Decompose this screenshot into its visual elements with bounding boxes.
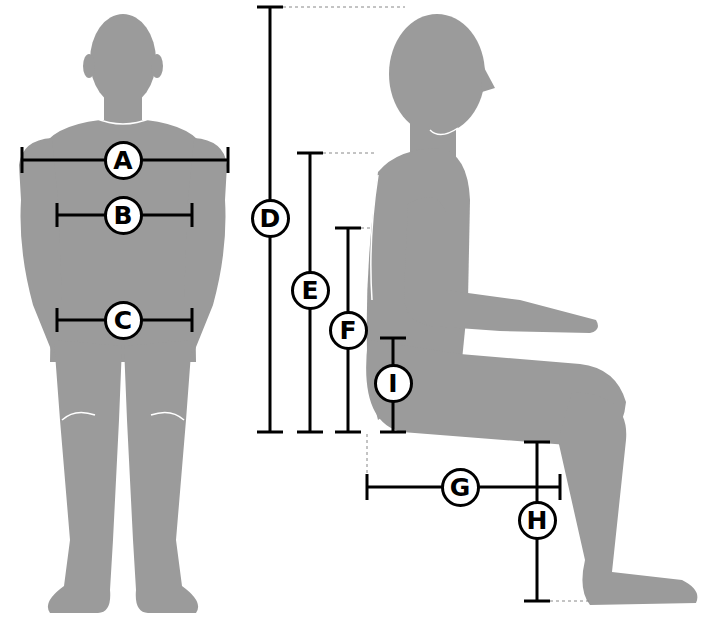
lower-leg xyxy=(558,392,697,605)
front-figure xyxy=(19,14,227,613)
extension-line xyxy=(361,228,372,229)
dimension-line xyxy=(367,474,560,500)
leg xyxy=(48,340,122,613)
callout-circle: A xyxy=(104,141,143,180)
callout-letter: A xyxy=(113,148,132,173)
callout-circle: H xyxy=(518,501,557,540)
callout-circle: F xyxy=(329,311,368,350)
extension-line xyxy=(550,601,592,602)
callout-letter: B xyxy=(113,203,132,228)
dimension-line xyxy=(524,442,550,601)
callout-circle: I xyxy=(374,364,413,403)
callout-letter: H xyxy=(527,508,548,533)
side-figure xyxy=(366,14,697,605)
nose xyxy=(480,60,495,92)
contour xyxy=(62,412,95,420)
ear xyxy=(151,54,163,78)
extension-line xyxy=(323,153,376,154)
ear xyxy=(83,54,95,78)
callout-circle: D xyxy=(251,199,290,238)
callout-circle: E xyxy=(291,271,330,310)
extension-lines xyxy=(283,7,592,601)
contour xyxy=(371,175,378,300)
contour xyxy=(95,118,151,124)
extension-line xyxy=(283,7,405,8)
callout-circle: C xyxy=(104,301,143,340)
callout-circle: B xyxy=(104,196,143,235)
extension-line xyxy=(367,434,368,474)
callout-letter: I xyxy=(388,371,397,396)
dimension-lines xyxy=(22,7,560,601)
callout-letter: C xyxy=(114,308,132,333)
contour xyxy=(151,412,184,420)
arm xyxy=(404,197,598,333)
dimension-line xyxy=(257,7,283,432)
callout-letter: E xyxy=(301,278,318,303)
callout-letter: D xyxy=(260,206,281,231)
contour xyxy=(430,128,458,135)
dimension-line xyxy=(57,308,192,332)
body-contours xyxy=(62,118,184,420)
callout-letter: F xyxy=(339,318,356,343)
dimension-line xyxy=(22,147,228,173)
body-contours xyxy=(371,128,458,300)
leg xyxy=(124,340,198,613)
dimension-line xyxy=(57,203,192,227)
callout-circle: G xyxy=(441,468,480,507)
callout-letter: G xyxy=(450,475,471,500)
